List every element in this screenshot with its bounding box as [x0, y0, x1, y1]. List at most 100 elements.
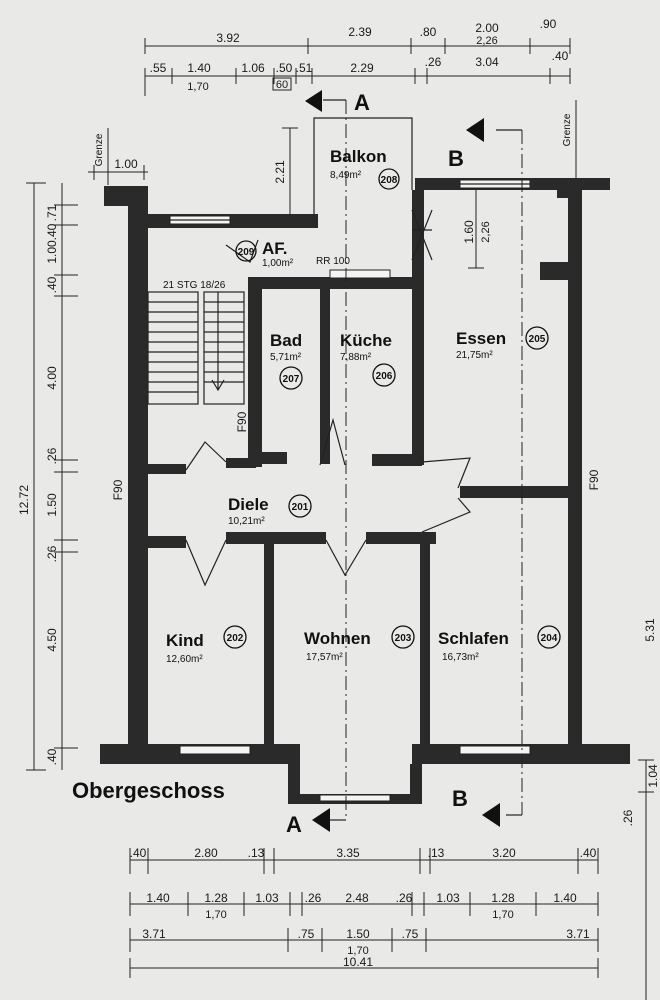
- balcony-outline: [313, 117, 433, 261]
- boundary-label-left: Grenze: [94, 133, 105, 166]
- dim-bottom-6: 3.20: [492, 846, 516, 860]
- room-name: Essen: [456, 329, 506, 348]
- room-area: 7,88m²: [340, 352, 372, 363]
- dim-left-7: 1.50: [45, 493, 59, 517]
- right-dimensions: 1.04 .26 5.31: [621, 618, 660, 1000]
- room-area: 17,57m²: [306, 652, 343, 663]
- section-b-bottom: B: [452, 786, 468, 811]
- room-area: 16,73m²: [442, 652, 479, 663]
- dim-left-4: .40: [45, 276, 59, 293]
- dim-bottom3-4: .75: [402, 927, 419, 941]
- dim-bottom2-2: 1.28: [204, 891, 228, 905]
- dim-top-4: 2.00: [475, 21, 499, 35]
- dim-left-6: .26: [45, 447, 59, 464]
- dim-bottom2-3: 1.03: [255, 891, 279, 905]
- dim-bottom2-8: 1.28: [491, 891, 515, 905]
- dim-top-sub-a: 1,70: [187, 81, 208, 93]
- floor-title: Obergeschoss: [72, 778, 225, 803]
- left-dimensions: 12.72 .71 .40 1.00 .40 4.00 .26 1.50 .26…: [17, 182, 78, 771]
- dim-bottom-2: 2.80: [194, 846, 218, 860]
- dim-bottom-5: .13: [428, 846, 445, 860]
- room-number: 208: [381, 175, 398, 186]
- room-number: 209: [238, 247, 255, 258]
- dim-bottom2-7: 1.03: [436, 891, 460, 905]
- dim-grenze-width: 1.00: [114, 157, 138, 171]
- dim-h1: 2.21: [273, 160, 287, 184]
- dim-h2: 1.60: [462, 220, 476, 244]
- room-area: 1,00m²: [262, 258, 294, 269]
- boundary-label-right: Grenze: [562, 113, 573, 146]
- dim-bottom2-4: .26: [305, 891, 322, 905]
- dim-right-1: 1.04: [646, 764, 660, 788]
- dim-left-2: .40: [45, 223, 59, 240]
- bottom-dimensions: .40 2.80 .13 3.35 .13 3.20 .40 1.40 1.28…: [129, 846, 599, 978]
- room-essen: Essen 21,75m² 205: [456, 326, 549, 361]
- dim-bottom-3: .13: [248, 846, 265, 860]
- section-b-top: B: [448, 146, 464, 171]
- dim-right-2: .26: [621, 809, 635, 826]
- dim-bottom2-1: 1.40: [146, 891, 170, 905]
- dim-bottom3-1: 3.71: [142, 927, 166, 941]
- top-dimensions: 3.92 2.39 .80 2.00 .90 2,26 .55 1.40 1.0…: [144, 17, 571, 96]
- room-number: 206: [376, 371, 393, 382]
- dim-bottom2-6: .26: [396, 891, 413, 905]
- room-area: 5,71m²: [270, 352, 302, 363]
- stairs-label: 21 STG 18/26: [163, 280, 226, 291]
- dim-bottom-total: 10.41: [343, 955, 373, 969]
- room-kueche: Küche 7,88m² 206: [340, 331, 396, 387]
- dim-top2-6: 2.29: [350, 61, 374, 75]
- dim-top-2: 2.39: [348, 25, 372, 39]
- dim-top2-1: .55: [150, 61, 167, 75]
- boundary-markers: Grenze 1.00 Grenze: [88, 100, 577, 185]
- dim-h3: 2,26: [480, 221, 492, 242]
- dim-top2-4: .50: [276, 61, 293, 75]
- dim-top2-3: 1.06: [241, 61, 265, 75]
- room-area: 10,21m²: [228, 516, 265, 527]
- room-number: 204: [541, 633, 558, 644]
- room-diele: Diele 10,21m² 201: [228, 494, 312, 527]
- section-a-top-arrow-icon: [305, 90, 322, 112]
- stairs: 21 STG 18/26: [147, 280, 245, 405]
- dim-bottom-1: .40: [130, 846, 147, 860]
- room-af: AF. 1,00m² 209: [235, 239, 294, 269]
- room-name: AF.: [262, 239, 288, 258]
- dim-bottom3-5: 3.71: [566, 927, 590, 941]
- section-b-top-arrow-icon: [466, 118, 484, 142]
- dim-bottom-7: .40: [580, 846, 597, 860]
- wall-label-left: F90: [111, 479, 125, 500]
- dim-top-3: .80: [420, 25, 437, 39]
- dim-left-10: .40: [45, 748, 59, 765]
- dim-top-sub-c: 2,26: [476, 35, 497, 47]
- inner-dimensions: 2.21 1.60 2,26: [273, 127, 492, 269]
- dim-right-3: 5.31: [643, 618, 657, 642]
- room-name: Kind: [166, 631, 204, 650]
- room-area: 12,60m²: [166, 654, 203, 665]
- dim-left-8: .26: [45, 545, 59, 562]
- room-schlafen: Schlafen 16,73m² 204: [438, 625, 561, 663]
- rr-label: RR 100: [316, 256, 350, 267]
- dim-top2-9: .40: [552, 49, 569, 63]
- room-name: Schlafen: [438, 629, 509, 648]
- dim-bottom-sub-1: 1,70: [205, 909, 226, 921]
- room-area: 21,75m²: [456, 350, 493, 361]
- dim-top-5: .90: [540, 17, 557, 31]
- windows: [169, 179, 531, 802]
- section-markers: A B A B: [286, 90, 500, 837]
- room-name: Diele: [228, 495, 269, 514]
- wall-label-right: F90: [587, 469, 601, 490]
- dim-top2-7: .26: [425, 55, 442, 69]
- room-bad: Bad 5,71m² 207: [270, 331, 303, 390]
- dim-bottom-sub2: 1,70: [347, 945, 368, 957]
- wall-label-bath: F90: [235, 411, 249, 432]
- dim-top-1: 3.92: [216, 31, 240, 45]
- section-lines: [323, 99, 523, 821]
- room-name: Bad: [270, 331, 302, 350]
- dim-left-5: 4.00: [45, 366, 59, 390]
- dim-bottom2-5: 2.48: [345, 891, 369, 905]
- section-a-bottom: A: [286, 812, 302, 837]
- section-a-top: A: [354, 90, 370, 115]
- room-number: 207: [283, 374, 300, 385]
- dim-left-total: 12.72: [17, 485, 31, 515]
- room-kind: Kind 12,60m² 202: [166, 625, 247, 665]
